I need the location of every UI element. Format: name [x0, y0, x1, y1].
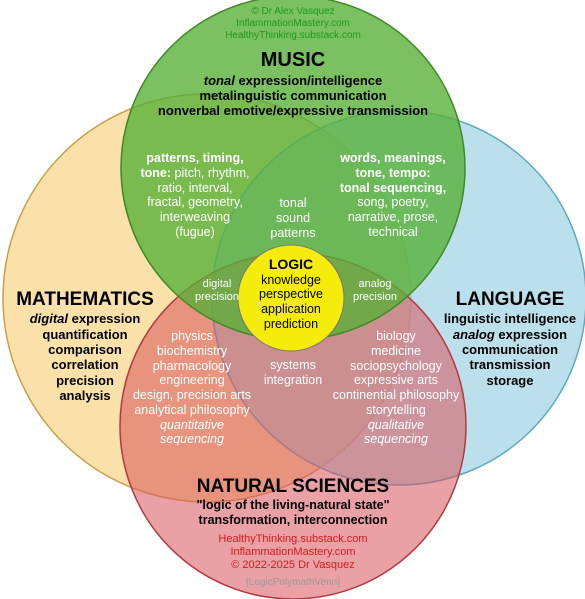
- music-language-bold-line: tone, tempo:: [355, 165, 431, 180]
- logic-circle: [237, 244, 345, 352]
- music-math-line: (fugue): [175, 224, 215, 239]
- music-title: MUSIC: [260, 49, 326, 71]
- logic-label: LOGIC knowledge perspective application …: [241, 256, 341, 332]
- language-science-italic-line: qualitative: [367, 417, 425, 432]
- language-line-1: linguistic intelligence: [443, 311, 577, 327]
- music-language-line: song, poetry,: [357, 195, 429, 210]
- mathematics-line: analysis: [59, 388, 111, 404]
- math-science-line: biochemistry: [156, 343, 228, 358]
- mathematics-line: comparison: [48, 342, 122, 358]
- language-science-line: medicine: [370, 343, 422, 358]
- language-center-overlap: analog precision: [337, 278, 413, 304]
- mathematics-line-1-italic: digital: [29, 311, 68, 327]
- mathematics-line-1-rest: expression: [68, 311, 141, 327]
- diagram-tag: [LogicPolymathVenn]: [246, 577, 340, 588]
- music-line-1-italic: tonal: [203, 72, 235, 88]
- music-math-tone-line: tone: pitch, rhythm,: [120, 166, 270, 181]
- natural-sciences-label: NATURAL SCIENCES "logic of the living-na…: [143, 476, 443, 528]
- natural-sciences-title: NATURAL SCIENCES: [196, 476, 390, 497]
- language-line-2: analog expression: [437, 327, 583, 342]
- language-science-italic-line: sequencing: [364, 432, 428, 447]
- music-math-line: ratio, interval,: [157, 180, 233, 195]
- science-center-line: integration: [263, 372, 323, 387]
- mathematics-label: MATHEMATICS digital expression quantific…: [2, 289, 168, 403]
- language-line: storage: [486, 372, 534, 388]
- music-line-1: tonal expression/intelligence: [133, 73, 453, 88]
- language-line: communication: [461, 342, 559, 358]
- language-line-2-rest: expression: [494, 326, 568, 342]
- logic-line: perspective: [259, 287, 323, 302]
- math-science-line: pharmacology: [152, 358, 232, 373]
- language-line-2-italic: analog: [452, 326, 495, 342]
- language-science-line: expressive arts: [353, 373, 439, 388]
- science-center-overlap: systems integration: [248, 358, 338, 388]
- music-math-bold-line: patterns, timing,: [146, 151, 244, 165]
- credit-line: © Dr Alex Vasquez: [251, 6, 335, 17]
- credit-line: InflammationMastery.com: [230, 545, 356, 558]
- language-center-line: precision: [352, 290, 398, 303]
- math-science-italic-line: sequencing: [160, 432, 224, 447]
- logic-title: LOGIC: [268, 256, 314, 272]
- natural-sciences-line-1: "logic of the living-natural state": [196, 498, 390, 513]
- music-language-bold-line: tonal sequencing,: [339, 180, 447, 195]
- language-science-line: biology: [376, 329, 416, 343]
- music-math-line: interweaving: [159, 210, 231, 224]
- language-science-line: continential philosophy: [332, 388, 460, 402]
- credit-line: HealthyThinking.substack.com: [218, 533, 368, 545]
- language-line: transmission: [469, 357, 551, 373]
- mathematics-line: quantification: [42, 326, 128, 342]
- music-line-3: nonverbal emotive/expressive transmissio…: [157, 103, 429, 119]
- language-title: LANGUAGE: [455, 289, 565, 310]
- logic-line: application: [261, 302, 321, 317]
- math-center-overlap: digital precision: [179, 278, 255, 304]
- math-science-line: physics: [171, 329, 213, 343]
- music-math-tone-rest: pitch, rhythm,: [171, 165, 250, 180]
- language-science-line: storytelling: [366, 402, 426, 417]
- mathematics-line: correlation: [51, 357, 119, 373]
- music-line-1-rest: expression/intelligence: [234, 72, 383, 88]
- logic-line: knowledge: [261, 272, 321, 287]
- music-language-line: technical: [368, 224, 418, 239]
- music-language-overlap: words, meanings, tone, tempo: tonal sequ…: [318, 151, 468, 240]
- logic-line: prediction: [263, 316, 319, 331]
- math-science-line: analytical philosophy: [134, 402, 250, 417]
- music-line-2: metalinguistic communication: [199, 87, 387, 103]
- natural-sciences-line-2: transformation, interconnection: [198, 513, 388, 528]
- language-science-line: sociopsychology: [350, 358, 442, 373]
- credits-bottom: HealthyThinking.substack.com Inflammatio…: [183, 533, 403, 572]
- mathematics-line: precision: [56, 372, 114, 388]
- music-math-tone-label: tone:: [140, 165, 172, 180]
- music-center-line: tonal: [279, 196, 307, 210]
- music-center-overlap: tonal sound patterns: [253, 196, 333, 240]
- language-center-line: analog: [358, 278, 392, 290]
- math-science-line: design, precision arts: [132, 388, 252, 402]
- math-center-line: digital: [202, 278, 232, 290]
- math-science-overlap: physics biochemistry pharmacology engine…: [117, 329, 267, 447]
- credit-line: InflammationMastery.com: [236, 17, 350, 29]
- math-science-italic-line: quantitative: [160, 417, 224, 432]
- music-math-line: fractal, geometry,: [147, 195, 243, 210]
- credits-top: © Dr Alex Vasquez InflammationMastery.co…: [193, 6, 393, 41]
- credit-line: HealthyThinking.substack.com: [225, 29, 361, 41]
- music-label: MUSIC tonal expression/intelligence meta…: [133, 49, 453, 119]
- music-math-overlap: patterns, timing, tone: pitch, rhythm, r…: [120, 151, 270, 240]
- language-science-overlap: biology medicine sociopsychology express…: [318, 329, 474, 447]
- music-center-line: patterns: [270, 225, 316, 240]
- language-label: LANGUAGE linguistic intelligence analog …: [437, 289, 583, 388]
- science-center-line: systems: [270, 358, 316, 372]
- music-center-line: sound: [275, 210, 311, 225]
- mathematics-line-1: digital expression: [2, 311, 168, 326]
- mathematics-title: MATHEMATICS: [16, 289, 154, 310]
- music-language-line: narrative, prose,: [347, 210, 439, 224]
- math-center-line: precision: [194, 290, 240, 303]
- music-language-bold-line: words, meanings,: [340, 151, 446, 165]
- credit-line: © 2022-2025 Dr Vasquez: [231, 558, 355, 571]
- math-science-line: engineering: [159, 373, 225, 388]
